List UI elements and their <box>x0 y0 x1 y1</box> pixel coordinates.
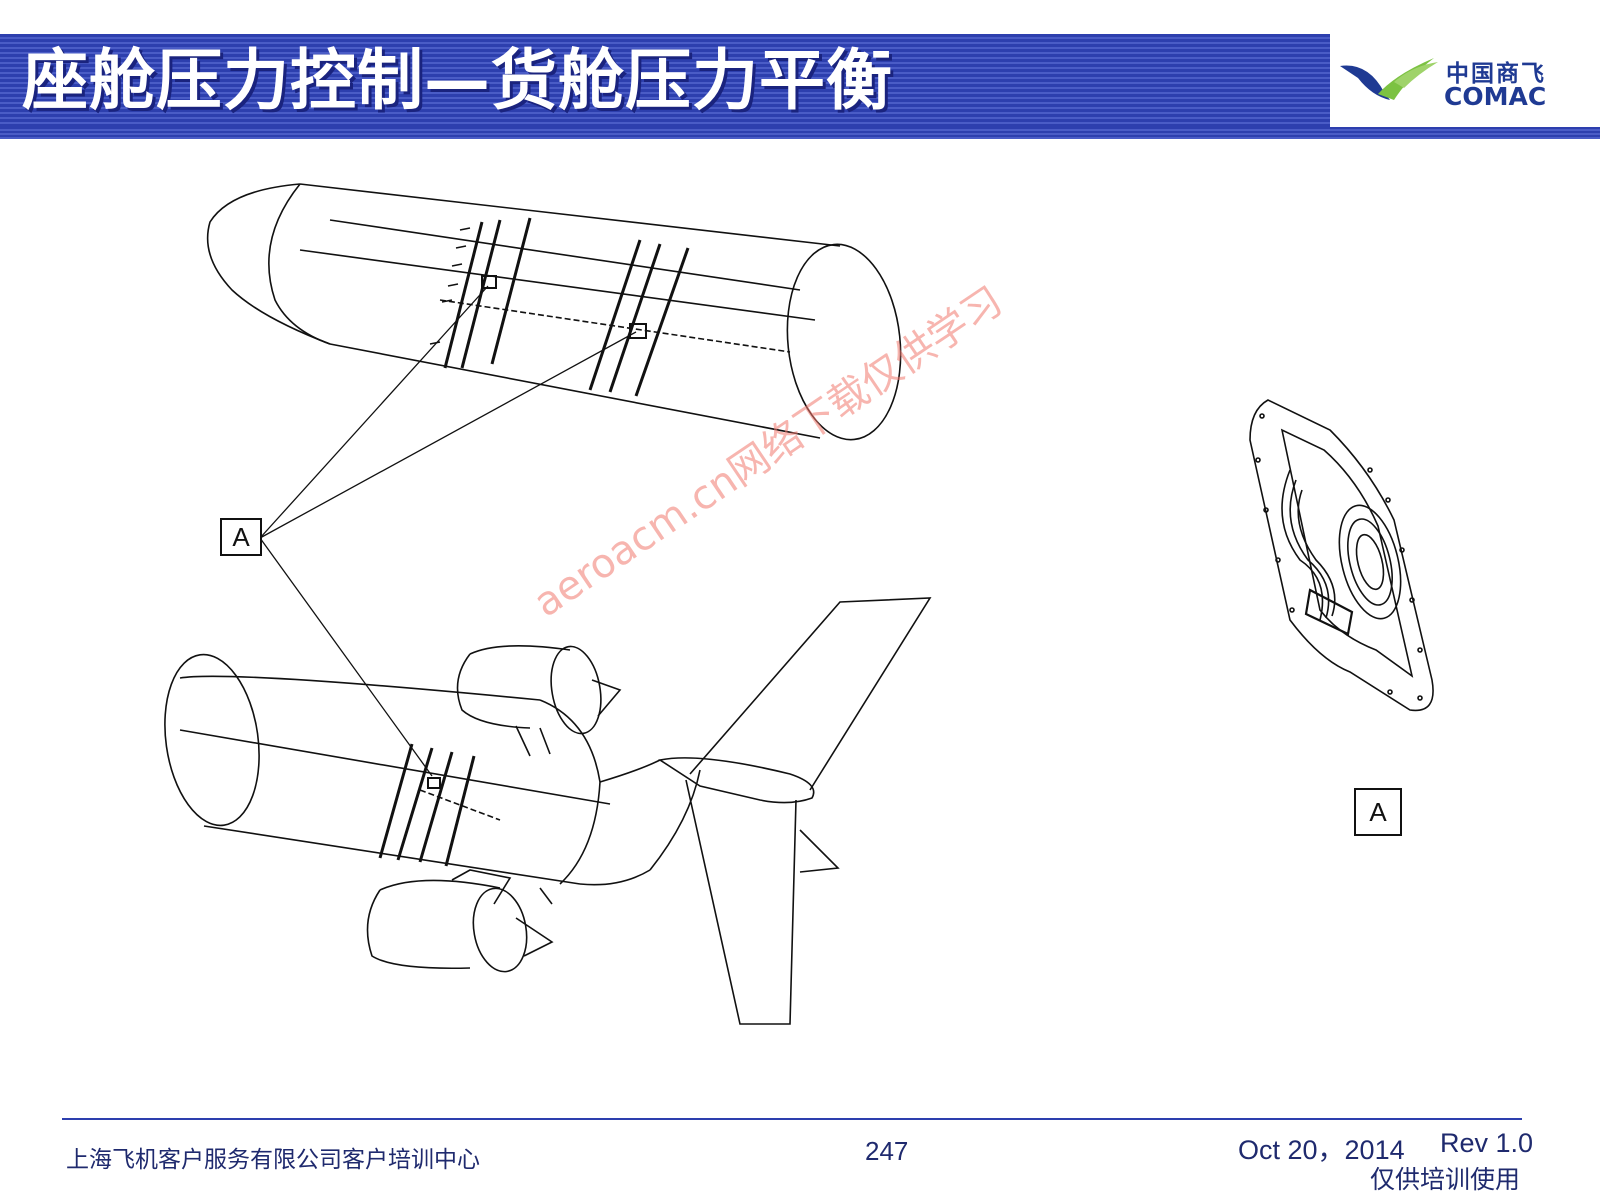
detail-a-valve-panel <box>1249 399 1434 712</box>
callout-leader-lines <box>259 285 637 777</box>
page-title: 座舱压力控制—货舱压力平衡 <box>22 42 893 119</box>
comac-logo: 中国商飞 COMAC <box>1338 52 1578 112</box>
aircraft-diagram <box>0 140 1600 1100</box>
aircraft-line-drawing <box>164 183 1434 1025</box>
footer-usage-note: 仅供培训使用 <box>1370 1165 1521 1194</box>
title-divider <box>0 127 1600 139</box>
footer-revision: Rev 1.0 <box>1440 1128 1534 1158</box>
aircraft-lower <box>164 597 932 1025</box>
callout-a-main: A <box>220 518 262 556</box>
footer-organization: 上海飞机客户服务有限公司客户培训中心 <box>66 1147 480 1173</box>
logo-english-text: COMAC <box>1444 82 1547 111</box>
footer-divider <box>62 1118 1522 1120</box>
page-number: 247 <box>865 1136 909 1166</box>
logo-chinese-text: 中国商飞 <box>1446 61 1546 87</box>
callout-a-detail: A <box>1354 788 1402 836</box>
comac-logo-icon <box>1340 58 1438 100</box>
footer-date: Oct 20，2014 <box>1238 1135 1405 1165</box>
title-bar: 座舱压力控制—货舱压力平衡 <box>0 34 1330 127</box>
